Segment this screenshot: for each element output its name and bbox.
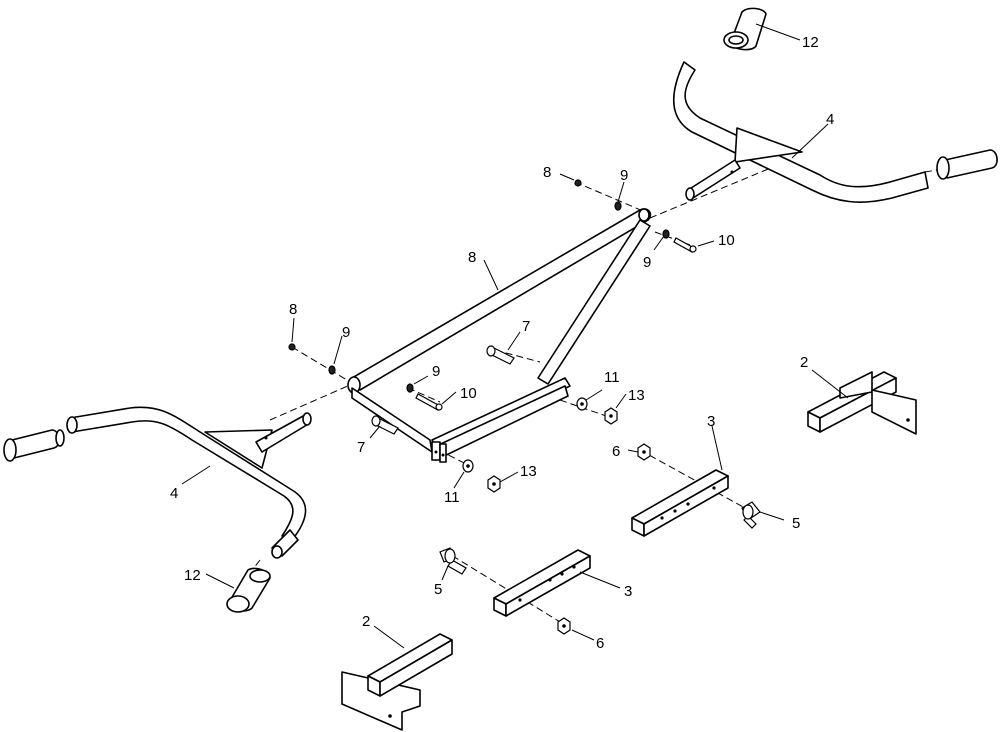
grip-12-upper xyxy=(723,7,767,51)
callout-7-upper: 7 xyxy=(522,318,530,335)
callout-8-upper-left-nut: 8 xyxy=(543,164,551,181)
bracket-2-left xyxy=(341,633,453,731)
wing-bolt-left xyxy=(439,547,467,575)
grip-right-end xyxy=(936,149,998,180)
main-frame xyxy=(347,208,652,463)
callout-3-left: 3 xyxy=(624,583,632,600)
grip-12-lower xyxy=(226,567,271,613)
callout-6-left: 6 xyxy=(596,635,604,652)
callout-8-frame: 8 xyxy=(468,249,476,266)
callout-5-right: 5 xyxy=(792,515,800,532)
callout-4-lower: 4 xyxy=(170,485,178,502)
callout-13-upper: 13 xyxy=(628,387,645,404)
wing-bolt-right xyxy=(741,501,761,529)
callout-9-upper-lower: 9 xyxy=(643,254,651,271)
callout-9-left: 9 xyxy=(342,324,350,341)
callout-8-left-nut: 8 xyxy=(289,301,297,318)
callout-12-upper: 12 xyxy=(802,34,819,51)
callout-2-right: 2 xyxy=(800,354,808,371)
callout-10-middle: 10 xyxy=(460,385,477,402)
tube-3-left xyxy=(493,549,591,617)
callout-11-lower: 11 xyxy=(444,489,460,506)
callout-4-upper: 4 xyxy=(826,111,834,128)
callout-5-left: 5 xyxy=(434,581,442,598)
callout-6-right: 6 xyxy=(612,443,620,460)
callout-labels: 12 4 8 9 9 10 8 8 9 7 9 10 11 13 2 7 3 6… xyxy=(170,34,834,652)
bracket-2-right xyxy=(807,371,917,435)
callout-11-upper: 11 xyxy=(604,369,620,386)
callout-9-middle: 9 xyxy=(432,363,440,380)
callout-9-upper: 9 xyxy=(620,167,628,184)
handlebar-lower-left xyxy=(66,406,312,559)
callout-7-lower: 7 xyxy=(357,439,365,456)
callout-3-right: 3 xyxy=(707,413,715,430)
callout-10-upper: 10 xyxy=(718,232,735,249)
callout-2-left: 2 xyxy=(362,613,370,630)
callout-13-lower: 13 xyxy=(520,463,537,480)
grip-left-end xyxy=(3,429,65,462)
handlebar-upper-right xyxy=(672,61,929,203)
hardware xyxy=(288,179,697,635)
tube-3-right xyxy=(631,469,729,537)
leader-lines xyxy=(181,23,849,649)
callout-12-lower: 12 xyxy=(184,567,201,584)
